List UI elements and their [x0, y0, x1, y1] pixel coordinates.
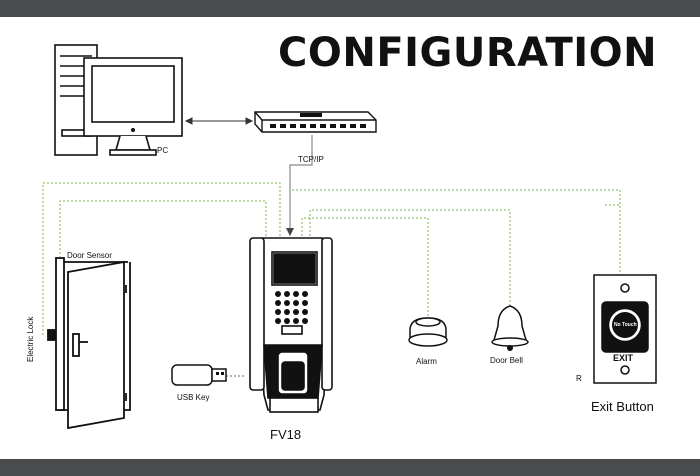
pc-switch-link: [184, 117, 254, 125]
usb-key-icon: [171, 364, 227, 386]
door-bell-icon: [491, 305, 529, 351]
tcpip-link: [286, 135, 313, 236]
door-icon: [47, 257, 131, 430]
electric-lock-label: Electric Lock: [26, 316, 35, 362]
fv18-device-icon: [249, 237, 333, 413]
exit-button-label: Exit Button: [591, 399, 654, 414]
exit-button-icon: [593, 274, 657, 384]
wire-door-sensor: [59, 200, 267, 262]
exit-label: EXIT: [613, 353, 634, 363]
alarm-label: Alarm: [416, 357, 437, 366]
door-sensor-label: Door Sensor: [67, 251, 112, 260]
tcpip-label: TCP/IP: [298, 155, 324, 164]
wire-alarm: [301, 217, 429, 318]
r-mark: R: [576, 374, 582, 383]
network-switch-icon: [254, 111, 377, 133]
usb-key-label: USB Key: [177, 393, 210, 402]
pc-icon: [54, 44, 183, 156]
wire-exit-button: [289, 189, 621, 275]
bottom-bar: [0, 459, 700, 476]
wire-door-bell: [309, 209, 511, 306]
pc-label: PC: [157, 146, 169, 155]
page-title: CONFIGURATION: [278, 30, 658, 76]
top-bar: [0, 0, 700, 17]
device-label: FV18: [270, 427, 302, 442]
wire-lock-to-exit: [42, 182, 281, 335]
door-bell-label: Door Bell: [490, 356, 523, 365]
no-touch-label: No Touch: [614, 322, 637, 328]
alarm-icon: [408, 317, 448, 347]
